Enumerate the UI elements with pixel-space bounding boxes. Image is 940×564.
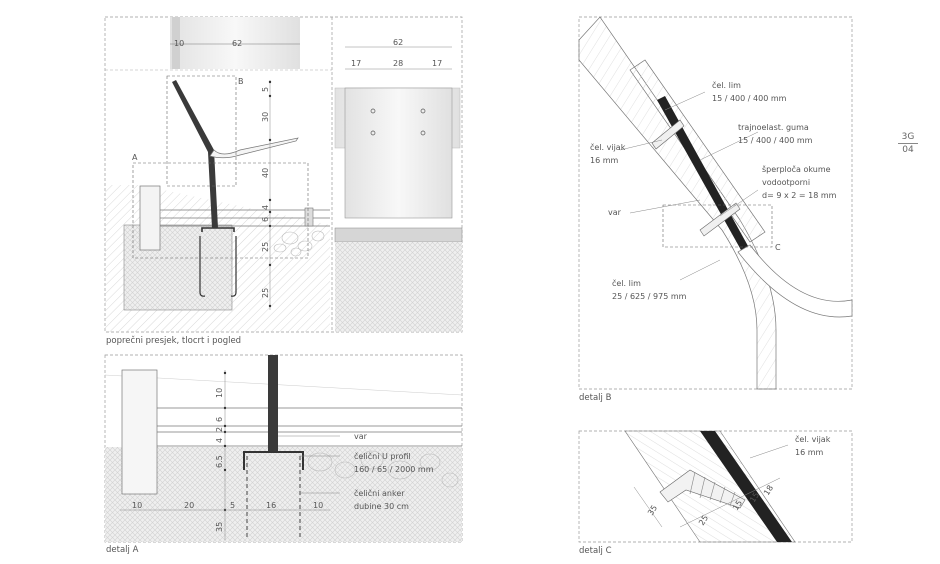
b-note-guma-1: trajnoelast. guma (738, 123, 809, 132)
dim-r-40: 40 (261, 168, 270, 178)
detail-c-callout (662, 204, 773, 248)
b-note-lim-bottom-1: čel. lim (612, 278, 641, 288)
dim-r-25a: 25 (261, 242, 270, 252)
detail-b-callout (166, 75, 237, 187)
a-note-u-1: čelični U profil (354, 451, 411, 461)
section-caption: poprečni presjek, tlocrt i pogled (106, 335, 241, 346)
screw-icon (651, 119, 741, 237)
sheet-id: 3G (901, 132, 915, 142)
dim-r-6: 6 (261, 217, 270, 222)
view-dim-17a: 17 (351, 59, 361, 68)
b-note-sperploca-1: šperploča okume (762, 164, 831, 174)
dim-r-25b: 25 (261, 288, 270, 298)
detail-c-caption: detalj C (579, 546, 612, 556)
gravel (273, 230, 325, 257)
b-note-lim-bottom-2: 25 / 625 / 975 mm (612, 292, 687, 301)
a-dim-6: 6 (215, 417, 224, 422)
a-note-anker-2: dubine 30 cm (354, 502, 409, 511)
dim-top-62: 62 (232, 39, 242, 48)
dim-r-30: 30 (261, 112, 270, 122)
c-dim-35: 35 (646, 504, 659, 517)
detail-b-panel: C čel. lim 15 / 400 / 400 mm trajnoelast… (578, 16, 853, 403)
page-number: 3G 04 (898, 132, 918, 155)
dim-top-10: 10 (174, 39, 184, 48)
b-note-lim-top-2: 15 / 400 / 400 mm (712, 94, 787, 103)
view-dim-17b: 17 (432, 59, 442, 68)
b-note-vijak-1: čel. vijak (590, 142, 626, 152)
a-dim-b-16: 16 (266, 501, 276, 510)
a-dim-b-5: 5 (230, 501, 235, 510)
dim-r-5: 5 (261, 87, 270, 92)
detail-a-caption: detalj A (106, 545, 139, 555)
a-note-u-2: 160 / 65 / 2000 mm (354, 465, 434, 474)
detail-c-panel: čel. vijak 16 mm 35 25 15 15 18 detalj C (578, 430, 853, 556)
section-panel: 10 62 B A (104, 16, 463, 346)
detail-a-panel: 10 6 2 4 6.5 35 10 20 5 16 10 var čeličn… (104, 354, 463, 555)
label-c: C (775, 243, 781, 252)
detail-a-callout (132, 162, 309, 259)
a-note-anker-1: čelični anker (354, 488, 405, 498)
a-dim-b-20: 20 (184, 501, 194, 510)
page-divider (898, 143, 918, 144)
a-dim-6-5: 6.5 (215, 455, 224, 468)
view-dim-62: 62 (393, 38, 403, 47)
b-note-vijak-2: 16 mm (590, 156, 619, 165)
b-note-lim-top-1: čel. lim (712, 80, 741, 90)
b-note-var: var (608, 208, 622, 217)
a-dim-b-10: 10 (132, 501, 142, 510)
view-dim-28: 28 (393, 59, 403, 68)
c-note-vijak-1: čel. vijak (795, 434, 831, 444)
page-id: 04 (902, 145, 914, 155)
a-dim-4: 4 (215, 438, 224, 443)
b-note-sperploca-2: vodootporni (762, 178, 810, 187)
a-note-var: var (354, 432, 368, 441)
screw-thread (689, 471, 736, 507)
a-dim-10: 10 (215, 388, 224, 398)
detail-b-caption: detalj B (579, 393, 612, 403)
a-dim-2: 2 (215, 427, 224, 432)
a-dim-35: 35 (215, 522, 224, 532)
dim-r-4: 4 (261, 205, 270, 210)
label-b: B (238, 77, 244, 86)
b-note-guma-2: 15 / 400 / 400 mm (738, 136, 813, 145)
a-dim-b-10b: 10 (313, 501, 323, 510)
b-note-sperploca-3: d= 9 x 2 = 18 mm (762, 191, 837, 200)
label-a: A (132, 153, 138, 162)
c-note-vijak-2: 16 mm (795, 448, 824, 457)
